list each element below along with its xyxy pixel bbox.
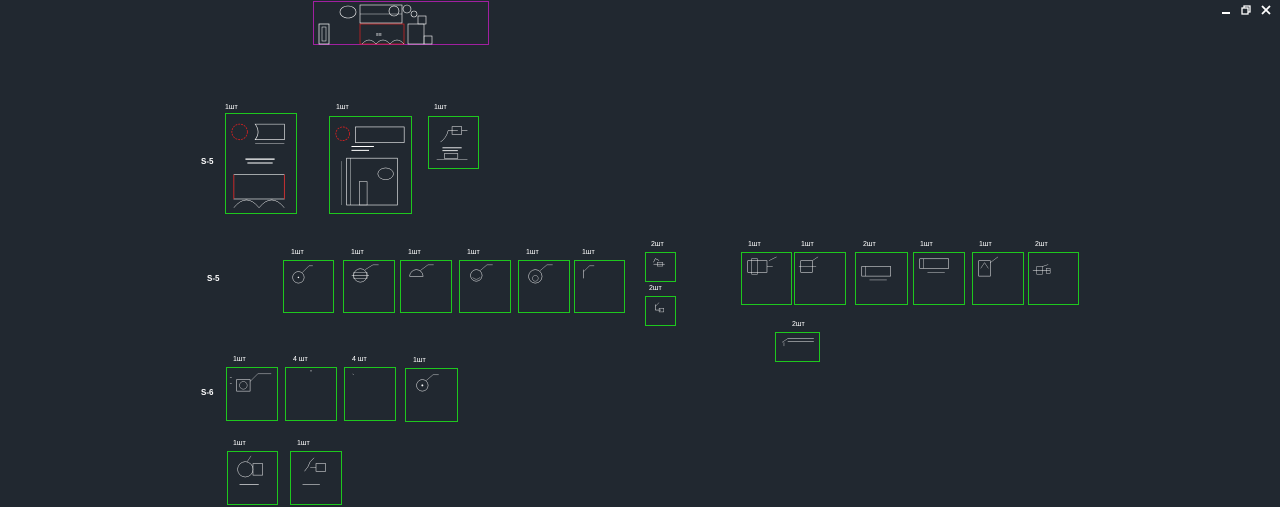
row-label-3: S-6	[201, 388, 214, 397]
part-sheet[interactable]	[400, 260, 452, 313]
quantity-label: 2шт	[649, 285, 662, 292]
part-sheet[interactable]	[428, 116, 479, 169]
quantity-label: 1шт	[225, 104, 238, 111]
quantity-label: 1шт	[336, 104, 349, 111]
row-label-1: S-5	[201, 157, 214, 166]
quantity-label: 1шт	[748, 241, 761, 248]
part-sheet[interactable]	[405, 368, 458, 422]
quantity-label: 1шт	[408, 249, 421, 256]
row-label-2: S-5	[207, 274, 220, 283]
part-sheet[interactable]	[645, 296, 676, 326]
part-sheet[interactable]	[794, 252, 846, 305]
quantity-label: 1шт	[526, 249, 539, 256]
close-icon[interactable]	[1260, 4, 1272, 16]
part-sheet[interactable]	[972, 252, 1024, 305]
quantity-label: 1шт	[351, 249, 364, 256]
part-sheet[interactable]	[226, 367, 278, 421]
part-sheet[interactable]	[645, 252, 676, 282]
quantity-label: 4 шт	[352, 356, 367, 363]
part-sheet[interactable]	[741, 252, 792, 305]
part-sheet[interactable]	[775, 332, 820, 362]
quantity-label: 1шт	[434, 104, 447, 111]
quantity-label: 1шт	[801, 241, 814, 248]
quantity-label: 2шт	[651, 241, 664, 248]
restore-icon[interactable]	[1240, 4, 1252, 16]
quantity-label: 1шт	[291, 249, 304, 256]
part-sheet[interactable]	[283, 260, 334, 313]
quantity-label: 1шт	[467, 249, 480, 256]
part-sheet[interactable]	[227, 451, 278, 505]
quantity-label: 1шт	[920, 241, 933, 248]
part-sheet[interactable]	[855, 252, 908, 305]
minimize-icon[interactable]	[1220, 4, 1232, 16]
quantity-label: 1шт	[413, 357, 426, 364]
part-sheet[interactable]	[1028, 252, 1079, 305]
part-sheet[interactable]	[343, 260, 395, 313]
part-sheet[interactable]	[225, 113, 297, 214]
part-sheet[interactable]	[913, 252, 965, 305]
quantity-label: 1шт	[979, 241, 992, 248]
part-sheet[interactable]	[285, 367, 337, 421]
part-sheet[interactable]	[459, 260, 511, 313]
quantity-label: 1шт	[233, 440, 246, 447]
svg-text:≡≡: ≡≡	[376, 32, 382, 38]
part-sheet[interactable]	[518, 260, 570, 313]
quantity-label: 2шт	[1035, 241, 1048, 248]
window-controls	[1220, 4, 1272, 16]
quantity-label: 4 шт	[293, 356, 308, 363]
quantity-label: 1шт	[233, 356, 246, 363]
quantity-label: 1шт	[297, 440, 310, 447]
overview-preview[interactable]: ≡≡	[313, 1, 489, 45]
part-sheet[interactable]	[344, 367, 396, 421]
part-sheet[interactable]	[329, 116, 412, 214]
quantity-label: 1шт	[582, 249, 595, 256]
part-sheet[interactable]	[574, 260, 625, 313]
quantity-label: 2шт	[863, 241, 876, 248]
part-sheet[interactable]	[290, 451, 342, 505]
quantity-label: 2шт	[792, 321, 805, 328]
